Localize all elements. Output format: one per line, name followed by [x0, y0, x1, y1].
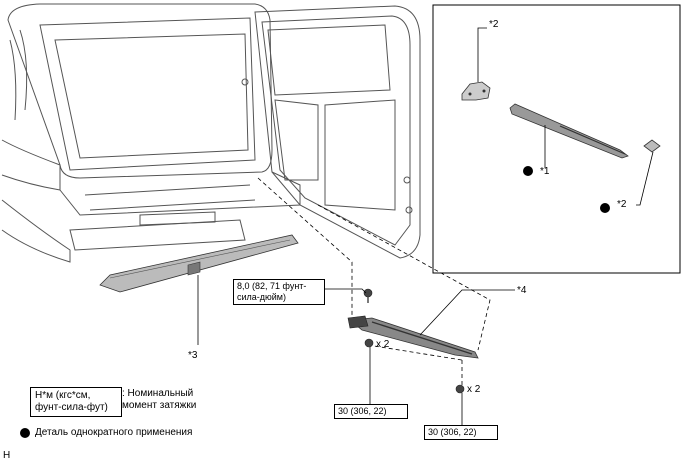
- callout-label-3: *3: [188, 350, 198, 361]
- stay-assembly-part: [347, 315, 479, 359]
- legend-single-use-mark: [20, 428, 30, 438]
- back-door: [241, 5, 421, 259]
- legend-torque-unit-box: Н*м (кгс*см, фунт-сила-фут): [30, 387, 122, 417]
- inset-stay-part: [509, 103, 629, 159]
- legend-torque-line2: момент затяжки: [122, 400, 197, 411]
- torque-spec-upper-line2: сила-дюйм): [237, 292, 286, 302]
- legend-single-use-text: Деталь однократного применения: [35, 427, 193, 438]
- legend-torque-description: : Номинальный момент затяжки: [122, 388, 196, 412]
- torque-spec-upper: 8,0 (82, 71 фунт- сила-дюйм): [233, 279, 325, 305]
- torque-spec-left: 30 (306, 22): [334, 404, 408, 419]
- callout-label-1: *1: [540, 166, 550, 177]
- callout-label-4: *4: [517, 285, 527, 296]
- leader-lines: [197, 275, 515, 425]
- legend-unit-line2: фунт-сила-фут): [35, 402, 108, 413]
- corner-code: H: [3, 450, 11, 461]
- single-use-mark: [600, 203, 610, 213]
- inset-leader-lines: [477, 27, 654, 206]
- inset-bracket-part: [461, 81, 491, 101]
- torque-spec-right-value: 30 (306, 22): [428, 427, 477, 437]
- callout-label-2-top: *2: [489, 19, 499, 30]
- detail-inset-frame: [432, 4, 681, 274]
- inset-clip-part: [643, 139, 661, 153]
- callout-label-2-bottom: *2: [617, 199, 627, 210]
- legend-unit-line1: Н*м (кгс*см,: [35, 390, 91, 401]
- trim-panel-part: [99, 234, 299, 293]
- bolt-part: [363, 288, 373, 303]
- legend-torque-line1: : Номинальный: [122, 388, 194, 399]
- guide-lines: [257, 177, 491, 385]
- quantity-label-bolt: x 2: [376, 339, 390, 350]
- quantity-label-nut: x 2: [467, 384, 481, 395]
- single-use-mark: [523, 166, 533, 176]
- torque-spec-upper-line1: 8,0 (82, 71 фунт-: [237, 281, 307, 291]
- nut-part-right: [455, 384, 465, 394]
- torque-spec-right: 30 (306, 22): [424, 425, 498, 440]
- torque-spec-left-value: 30 (306, 22): [338, 406, 387, 416]
- bolt-part-left: [364, 338, 374, 348]
- vehicle-rear-body: [1, 3, 301, 263]
